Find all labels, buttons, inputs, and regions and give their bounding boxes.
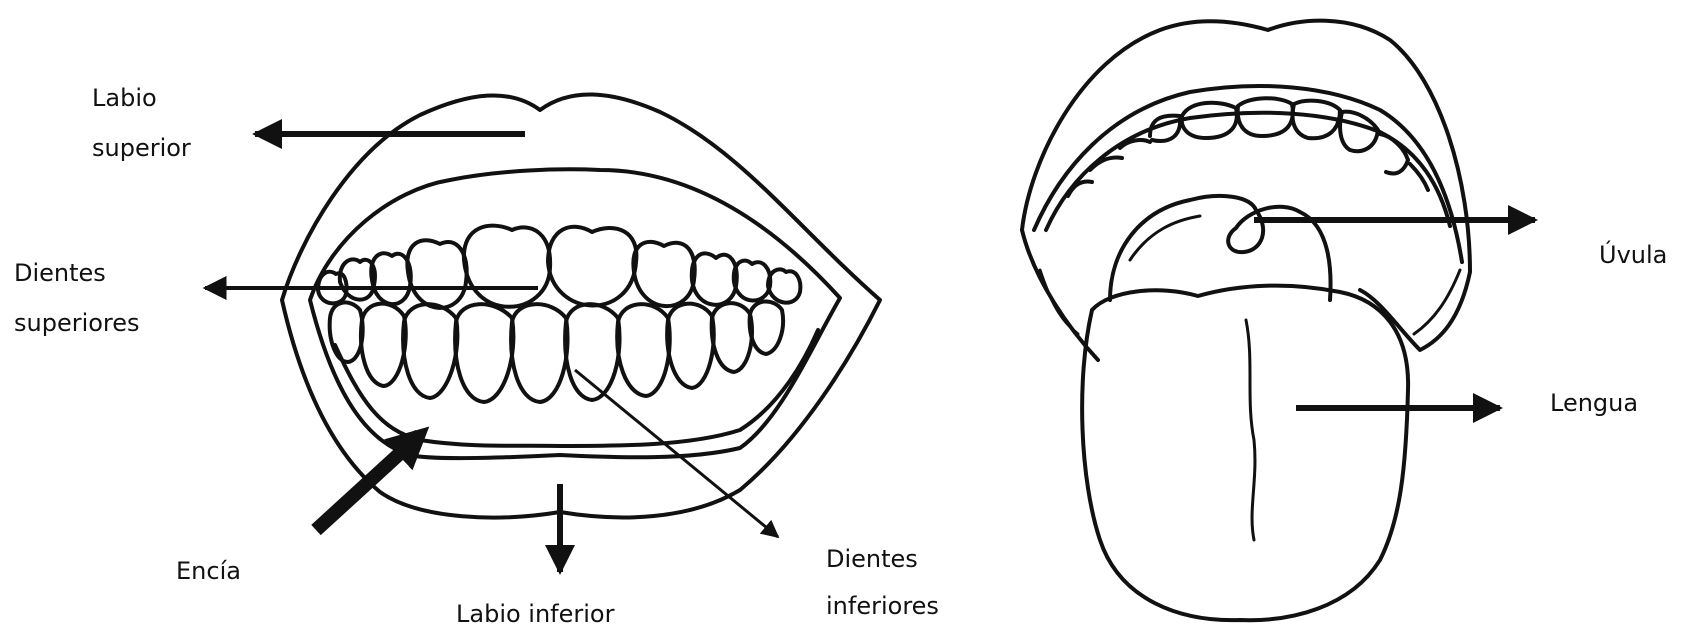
label-encia: Encía — [176, 551, 241, 591]
open-mouth-illustration — [1022, 21, 1470, 621]
upper-teeth — [318, 226, 800, 308]
open-mouth-outer-lips — [1022, 21, 1470, 350]
right-cheek-line — [1414, 270, 1460, 334]
label-labio-superior-line2: superior — [92, 128, 191, 168]
label-lengua: Lengua — [1550, 383, 1638, 423]
tongue-midline — [1246, 320, 1255, 540]
label-labio-inferior: Labio inferior — [456, 594, 614, 634]
tongue-outline — [1082, 286, 1408, 621]
closed-mouth-illustration — [282, 94, 880, 517]
label-dientes-superiores-line1: Dientes — [14, 253, 106, 293]
label-labio-superior-line1: Labio — [92, 78, 157, 118]
left-cheek-line — [1040, 270, 1078, 334]
lower-teeth — [330, 301, 783, 402]
label-dientes-inferiores-line2: inferiores — [826, 586, 939, 626]
arrow-encia — [316, 435, 420, 530]
label-dientes-inferiores-line1: Dientes — [826, 539, 918, 579]
label-uvula: Úvula — [1599, 235, 1667, 275]
label-dientes-superiores-line2: superiores — [14, 303, 140, 343]
